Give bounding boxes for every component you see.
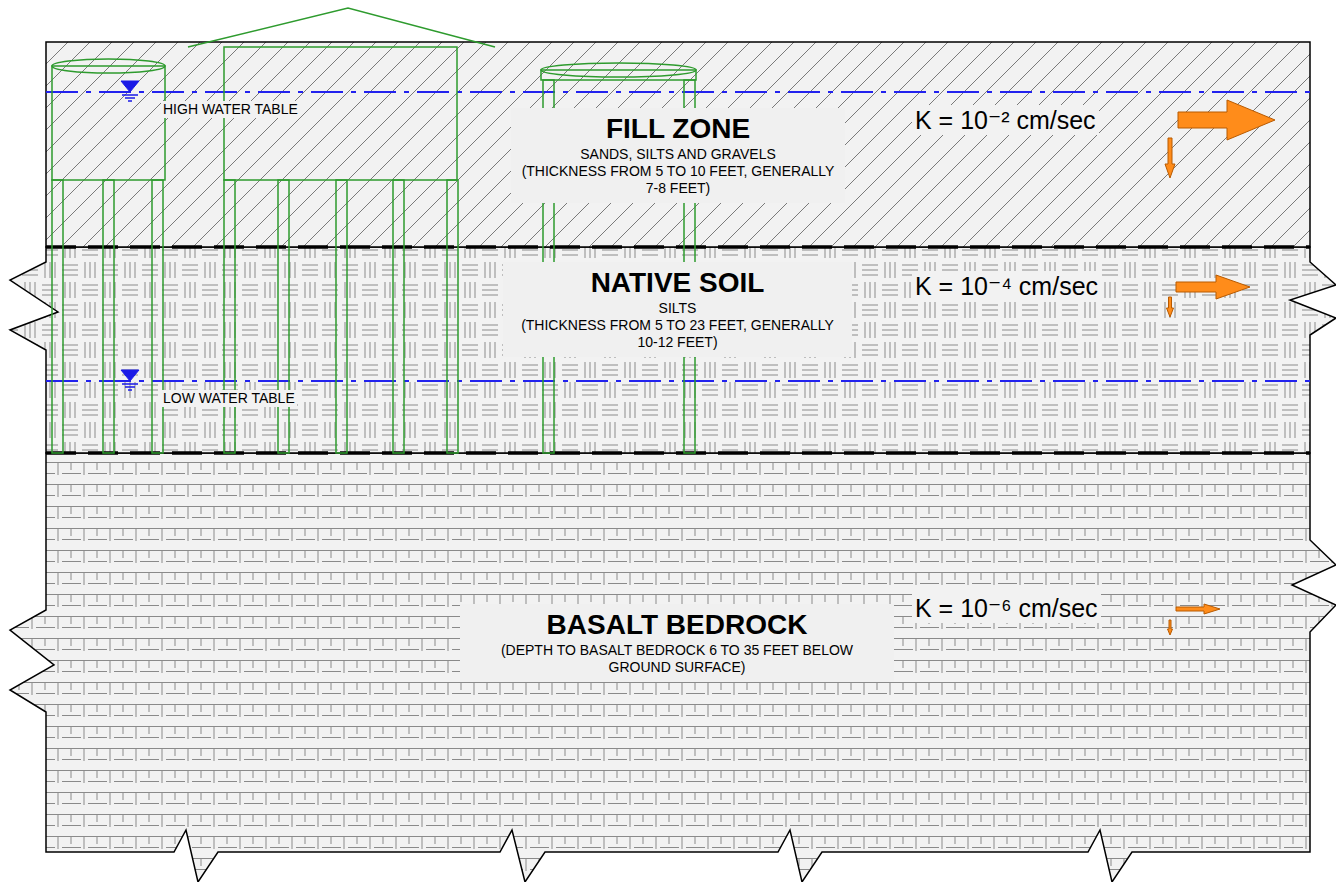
- layer-label-box: FILL ZONESANDS, SILTS AND GRAVELS(THICKN…: [511, 108, 845, 203]
- conductivity-label: K = 10⁻² cm/sec: [912, 105, 1099, 135]
- pile: [52, 180, 63, 453]
- layer-description: (THICKNESS FROM 5 TO 10 FEET, GENERALLY …: [521, 163, 835, 197]
- pile: [447, 180, 458, 453]
- layer-label-box: BASALT BEDROCK(DEPTH TO BASALT BEDROCK 6…: [460, 604, 894, 682]
- pile: [393, 180, 404, 453]
- pile: [224, 180, 235, 453]
- flow-arrow: [1167, 297, 1174, 317]
- flow-arrow: [1176, 275, 1250, 299]
- layer-name: NATIVE SOIL: [513, 266, 842, 300]
- layer-description: (THICKNESS FROM 5 TO 23 FEET, GENERALLY …: [513, 317, 842, 351]
- pile: [152, 180, 163, 453]
- flow-arrow: [1176, 604, 1220, 614]
- pile: [103, 180, 114, 453]
- flow-arrow: [1165, 138, 1175, 178]
- flow-arrow: [1178, 100, 1275, 140]
- layer-description: SANDS, SILTS AND GRAVELS: [521, 146, 835, 163]
- pile: [336, 180, 347, 453]
- layer-label-box: NATIVE SOILSILTS(THICKNESS FROM 5 TO 23 …: [503, 262, 852, 357]
- flow-arrow: [1168, 620, 1173, 635]
- conductivity-label: K = 10⁻⁴ cm/sec: [912, 271, 1101, 301]
- water-table-label: HIGH WATER TABLE: [161, 101, 300, 118]
- conductivity-label: K = 10⁻⁶ cm/sec: [912, 593, 1101, 623]
- pile: [278, 180, 289, 453]
- layer-description: SILTS: [513, 300, 842, 317]
- layer-description: (DEPTH TO BASALT BEDROCK 6 TO 35 FEET BE…: [470, 642, 884, 676]
- layer-name: BASALT BEDROCK: [470, 608, 884, 642]
- layer-name: FILL ZONE: [521, 112, 835, 146]
- water-table-label: LOW WATER TABLE: [161, 390, 297, 407]
